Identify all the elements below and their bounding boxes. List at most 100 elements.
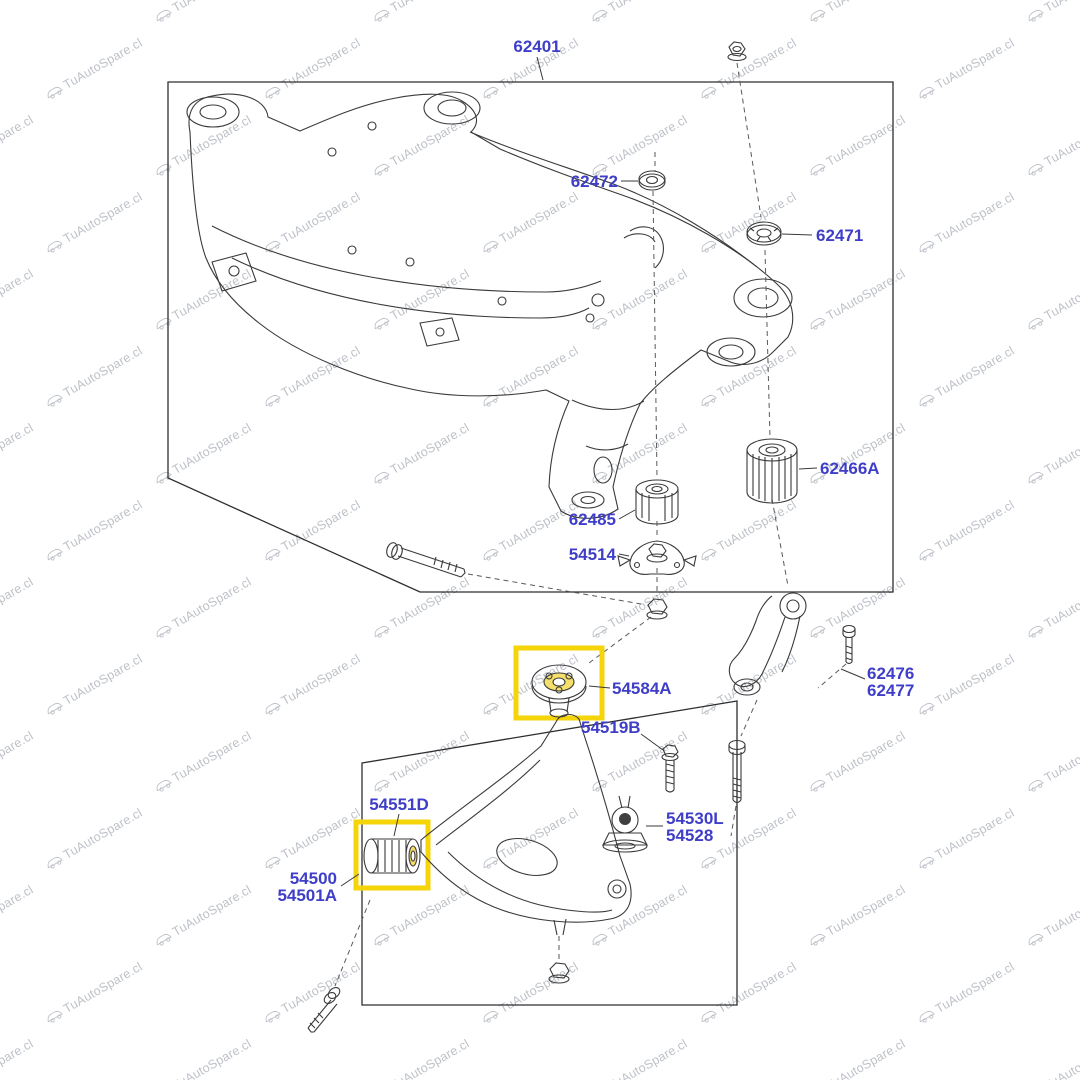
car-icon xyxy=(592,933,608,946)
part-labels: 62401624726247162466A6248554514624766247… xyxy=(277,37,914,905)
car-icon xyxy=(374,317,390,330)
bracket-54514-drawing xyxy=(617,540,697,575)
car-icon xyxy=(810,9,826,22)
watermark: TuAutoSpare.cl xyxy=(1024,0,1080,25)
watermark: TuAutoSpare.cl xyxy=(697,344,799,411)
watermark: TuAutoSpare.cl xyxy=(152,883,254,950)
watermark: TuAutoSpare.cl xyxy=(370,113,472,180)
mounting-bolt-lower-drawing xyxy=(307,987,341,1033)
watermark: TuAutoSpare.cl xyxy=(261,806,363,873)
watermark: TuAutoSpare.cl xyxy=(915,960,1017,1027)
watermark: TuAutoSpare.cl xyxy=(479,806,581,873)
washer-62472-drawing xyxy=(638,170,666,191)
watermark: TuAutoSpare.cl xyxy=(261,960,363,1027)
watermark: TuAutoSpare.cl xyxy=(588,575,690,642)
car-icon xyxy=(919,1010,935,1023)
car-icon xyxy=(156,625,172,638)
car-icon xyxy=(374,471,390,484)
car-icon xyxy=(701,548,717,561)
car-icon xyxy=(592,9,608,22)
car-icon xyxy=(919,240,935,253)
watermark: TuAutoSpare.cl xyxy=(806,267,908,334)
crossmember-62401-drawing xyxy=(186,91,794,519)
car-icon xyxy=(1028,163,1044,176)
watermark: TuAutoSpare.cl xyxy=(915,344,1017,411)
watermark: TuAutoSpare.cl xyxy=(152,729,254,796)
watermark: TuAutoSpare.cl xyxy=(1024,267,1080,334)
part-label-62471: 62471 xyxy=(816,226,863,245)
bushing-62466a-drawing xyxy=(746,438,798,504)
car-icon xyxy=(47,856,63,869)
car-icon xyxy=(810,625,826,638)
watermark: TuAutoSpare.cl xyxy=(915,498,1017,565)
watermark: TuAutoSpare.cl xyxy=(806,421,908,488)
watermark: TuAutoSpare.cl xyxy=(43,190,145,257)
watermark: TuAutoSpare.cl xyxy=(697,190,799,257)
car-icon xyxy=(483,240,499,253)
watermark: TuAutoSpare.cl xyxy=(479,652,581,719)
watermark: TuAutoSpare.cl xyxy=(697,806,799,873)
upper-assembly-box xyxy=(167,81,894,593)
watermark: TuAutoSpare.cl xyxy=(152,575,254,642)
car-icon xyxy=(265,548,281,561)
part-label-62466A: 62466A xyxy=(820,459,880,478)
car-icon xyxy=(483,86,499,99)
lower-assembly-box xyxy=(361,700,738,1006)
car-icon xyxy=(156,9,172,22)
watermark: TuAutoSpare.cl xyxy=(261,652,363,719)
car-icon xyxy=(483,1010,499,1023)
part-label-54551D: 54551D xyxy=(369,795,429,814)
mounting-bolt-front-drawing xyxy=(386,542,466,578)
part-label-62477: 62477 xyxy=(867,681,914,700)
car-icon xyxy=(919,86,935,99)
car-icon xyxy=(374,779,390,792)
watermark: TuAutoSpare.cl xyxy=(370,575,472,642)
watermark: TuAutoSpare.cl xyxy=(261,36,363,103)
watermark: TuAutoSpare.cl xyxy=(588,883,690,950)
car-icon xyxy=(374,163,390,176)
part-label-54584A: 54584A xyxy=(612,679,672,698)
watermark: TuAutoSpare.cl xyxy=(370,421,472,488)
part-label-54528: 54528 xyxy=(666,826,713,845)
car-icon xyxy=(265,856,281,869)
watermark: TuAutoSpare.cl xyxy=(697,652,799,719)
ball-joint-54530l-drawing xyxy=(602,795,648,853)
watermark: TuAutoSpare.cl xyxy=(43,806,145,873)
watermark: TuAutoSpare.cl xyxy=(479,36,581,103)
car-icon xyxy=(483,702,499,715)
bolt-62476-drawing xyxy=(842,624,856,665)
car-icon xyxy=(810,317,826,330)
car-icon xyxy=(1028,471,1044,484)
assembly-boxes xyxy=(167,81,894,1006)
part-label-62401: 62401 xyxy=(513,37,560,56)
car-icon xyxy=(919,394,935,407)
nut-54500-drawing xyxy=(548,962,570,984)
watermark: TuAutoSpare.cl xyxy=(1024,883,1080,950)
car-icon xyxy=(1028,625,1044,638)
watermark: TuAutoSpare.cl xyxy=(370,0,472,25)
watermark: TuAutoSpare.cl xyxy=(1024,729,1080,796)
watermark: TuAutoSpare.cl xyxy=(806,883,908,950)
car-icon xyxy=(701,394,717,407)
part-label-54514: 54514 xyxy=(569,545,617,564)
car-icon xyxy=(919,856,935,869)
car-icon xyxy=(919,548,935,561)
watermark: TuAutoSpare.cl xyxy=(588,421,690,488)
watermark: TuAutoSpare.cl xyxy=(261,498,363,565)
watermark: TuAutoSpare.cl xyxy=(697,498,799,565)
car-icon xyxy=(47,394,63,407)
car-icon xyxy=(810,471,826,484)
watermark: TuAutoSpare.cl xyxy=(806,575,908,642)
car-icon xyxy=(810,163,826,176)
bolt-62477-drawing xyxy=(728,739,746,804)
car-icon xyxy=(1028,933,1044,946)
watermark: TuAutoSpare.cl xyxy=(588,267,690,334)
car-icon xyxy=(592,163,608,176)
car-icon xyxy=(701,240,717,253)
watermark: TuAutoSpare.cl xyxy=(588,113,690,180)
car-icon xyxy=(701,702,717,715)
watermark: TuAutoSpare.cl xyxy=(43,36,145,103)
watermark: TuAutoSpare.cl xyxy=(806,113,908,180)
